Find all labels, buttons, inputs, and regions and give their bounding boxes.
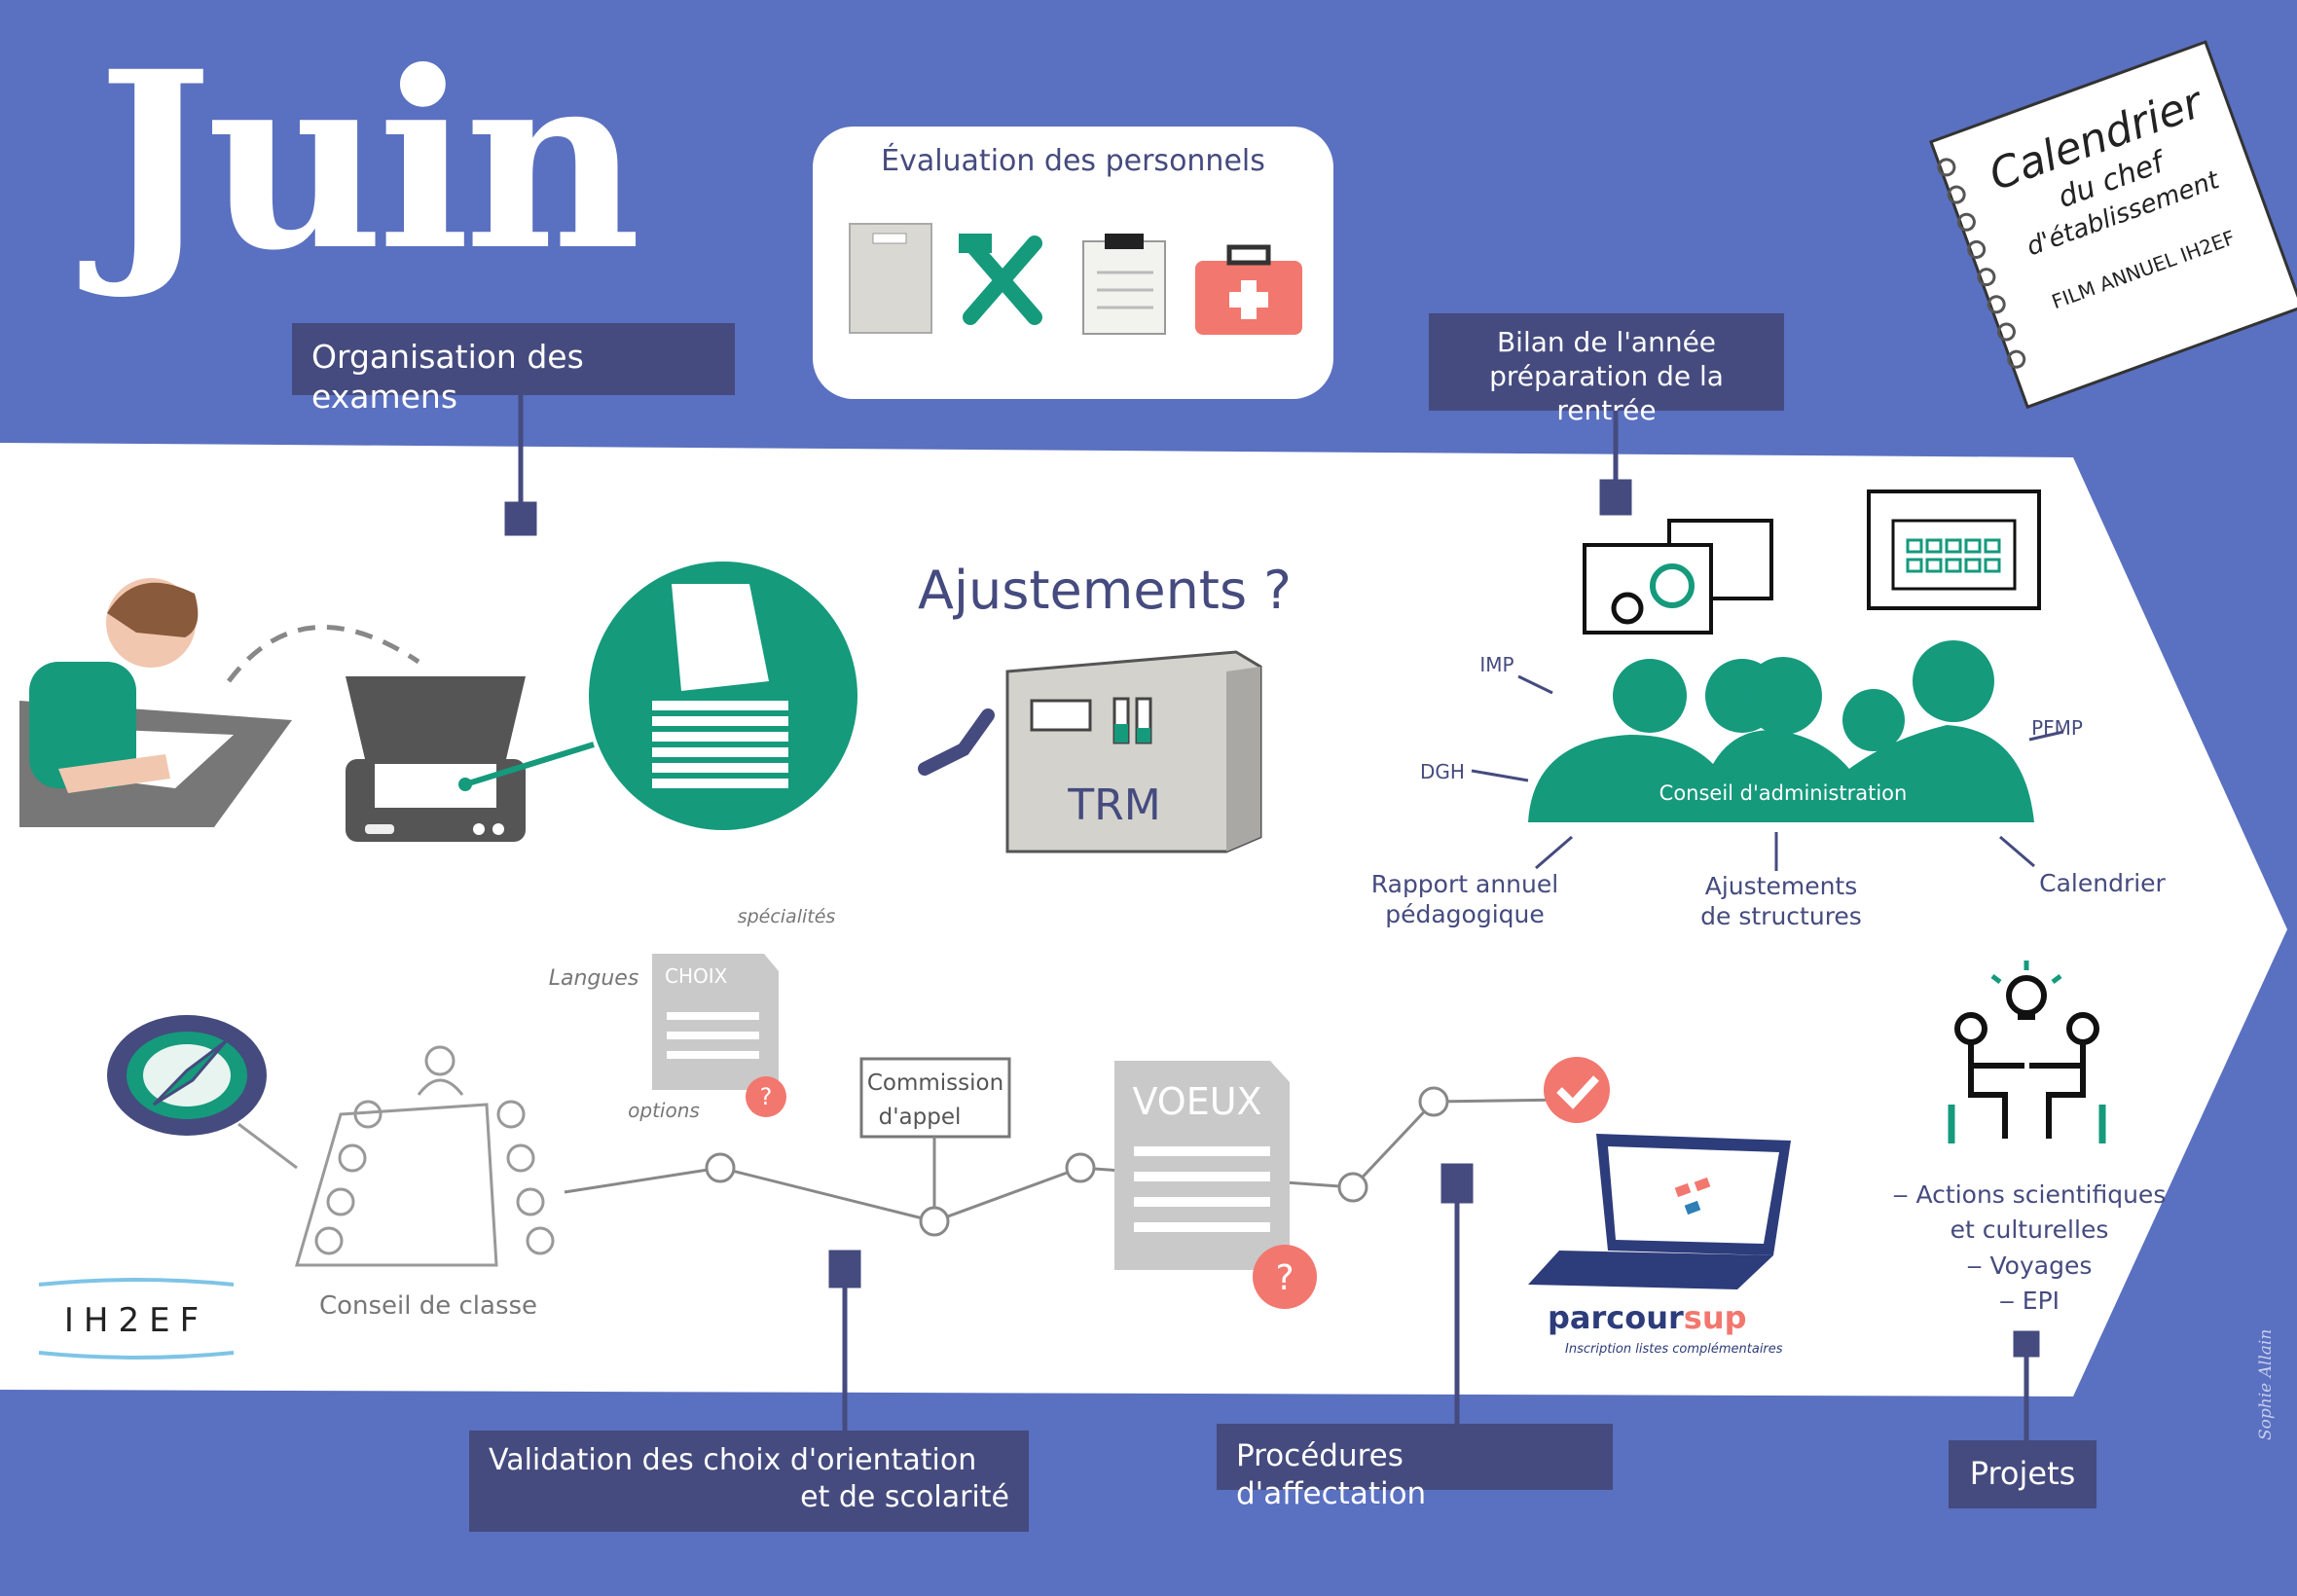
speech-bubble-calendar-icon [1867,490,2041,610]
evaluation-title: Évaluation des personnels [881,144,1265,178]
label-bilan: Bilan de l'année préparation de la rentr… [1429,313,1784,426]
hand-icon [918,708,995,776]
ih2ef-logo: IH2EF [38,1278,235,1360]
paper-stack-icon [589,562,857,830]
choix-question: ? [760,1083,773,1110]
calendrier-label: Calendrier [2039,869,2166,897]
projets-people-icon [1948,961,2106,1143]
projets-item-3: ‒ Voyages [1966,1251,2093,1280]
evaluation-card: Évaluation des personnels [813,127,1333,399]
dashed-arrow [227,624,420,683]
ajustements-title: Ajustements ? [918,560,1292,621]
label-validation-line1: Validation des choix d'orientation [489,1443,977,1477]
ajustements-structures-label: Ajustements de structures [1674,871,1888,932]
parcoursup-logo-icon [1674,1177,1711,1215]
machine-icon: TRM [1005,650,1262,853]
projets-list: ‒ Actions scientifiques et culturelles ‒… [1874,1178,2185,1319]
imp-label: IMP [1479,653,1513,676]
conseil-administration-illustration: Conseil d'administration IMP DGH PFMP [1420,490,2083,871]
commission-line2: d'appel [879,1105,962,1130]
voeux-label: VOEUX [1132,1080,1261,1123]
options-label: options [628,1099,700,1122]
conseil-arrows [1471,674,2064,871]
parcoursup-laptop: parcoursup Inscription listes complément… [1528,1134,1791,1357]
ih2ef-logo-text: IH2EF [64,1301,208,1340]
parcoursup-brand: parcoursup [1548,1299,1747,1336]
choix-label: CHOIX [665,964,728,988]
commission-appel-sign: Commission d'appel [859,1057,1011,1209]
first-aid-kit-icon [1195,244,1302,335]
compass-icon [107,1015,267,1136]
label-validation: Validation des choix d'orientation et de… [469,1431,1029,1532]
rapport-line1: Rapport annuel [1370,870,1559,898]
label-bilan-line1: Bilan de l'année [1496,326,1717,358]
projets-item-4: ‒ EPI [1998,1286,2060,1315]
parcoursup-brand-part2: sup [1684,1299,1747,1336]
machine-label: TRM [1067,780,1160,830]
conseil-administration-label: Conseil d'administration [1659,781,1908,805]
parcoursup-subtitle: Inscription listes complémentaires [1565,1342,1783,1357]
orientation-timeline: Conseil de classe CHOIX ? spécialités La… [107,906,1610,1314]
scanner-connector [464,742,595,787]
ajust-struct-line1: Ajustements [1704,872,1858,900]
voeux-question: ? [1275,1258,1294,1298]
projets-item-4-text: EPI [2022,1286,2060,1315]
ajust-struct-line2: de structures [1700,902,1862,931]
label-affectation: Procédures d'affectation [1217,1424,1613,1511]
label-organisation-examens: Organisation des examens [292,323,735,416]
exam-illustration [19,562,857,842]
projets-item-1: ‒ Actions scientifiques [1892,1180,2167,1209]
ajustements-illustration: Ajustements ? TRM [918,560,1292,853]
people-group-icon [1528,640,2034,822]
timeline-nodes [705,1086,1449,1237]
conseil-classe-label: Conseil de classe [319,1291,537,1314]
scanner-icon [346,676,526,842]
tools-icon [959,234,1042,325]
label-bilan-line2: préparation de la rentrée [1489,360,1724,426]
label-validation-line2: et de scolarité [800,1479,1009,1514]
rapport-annuel-label: Rapport annuel pédagogique [1358,869,1572,930]
specialites-label: spécialités [738,906,836,927]
voeux-document-icon: VOEUX ? [1114,1061,1317,1309]
month-title: Juin [97,18,641,304]
parcoursup-brand-part1: parcour [1548,1299,1684,1336]
folder-icon [849,223,932,334]
speech-bubble-gears-icon [1583,519,1773,635]
langues-label: Langues [549,966,639,991]
choix-document-icon: CHOIX ? [652,954,786,1117]
commission-line1: Commission [867,1070,1003,1096]
checkmark-icon [1544,1057,1610,1123]
student-illustration [19,578,292,827]
notebook-illustration: Calendrier du chef d'établissement FILM … [1929,40,2297,409]
projets-item-1-text: Actions scientifiques [1915,1180,2167,1209]
label-projets: Projets [1949,1440,2096,1508]
evaluation-icons [849,223,1302,335]
clipboard-icon [1082,234,1166,335]
conseil-classe-icon [295,1045,555,1267]
pfmp-label: PFMP [2031,716,2083,740]
author-signature: Sophie Allain [2256,1328,2276,1440]
dgh-label: DGH [1420,760,1465,783]
rapport-line2: pédagogique [1385,900,1545,929]
projets-item-3-text: Voyages [1989,1251,2093,1280]
projets-item-2: et culturelles [1950,1215,2109,1245]
